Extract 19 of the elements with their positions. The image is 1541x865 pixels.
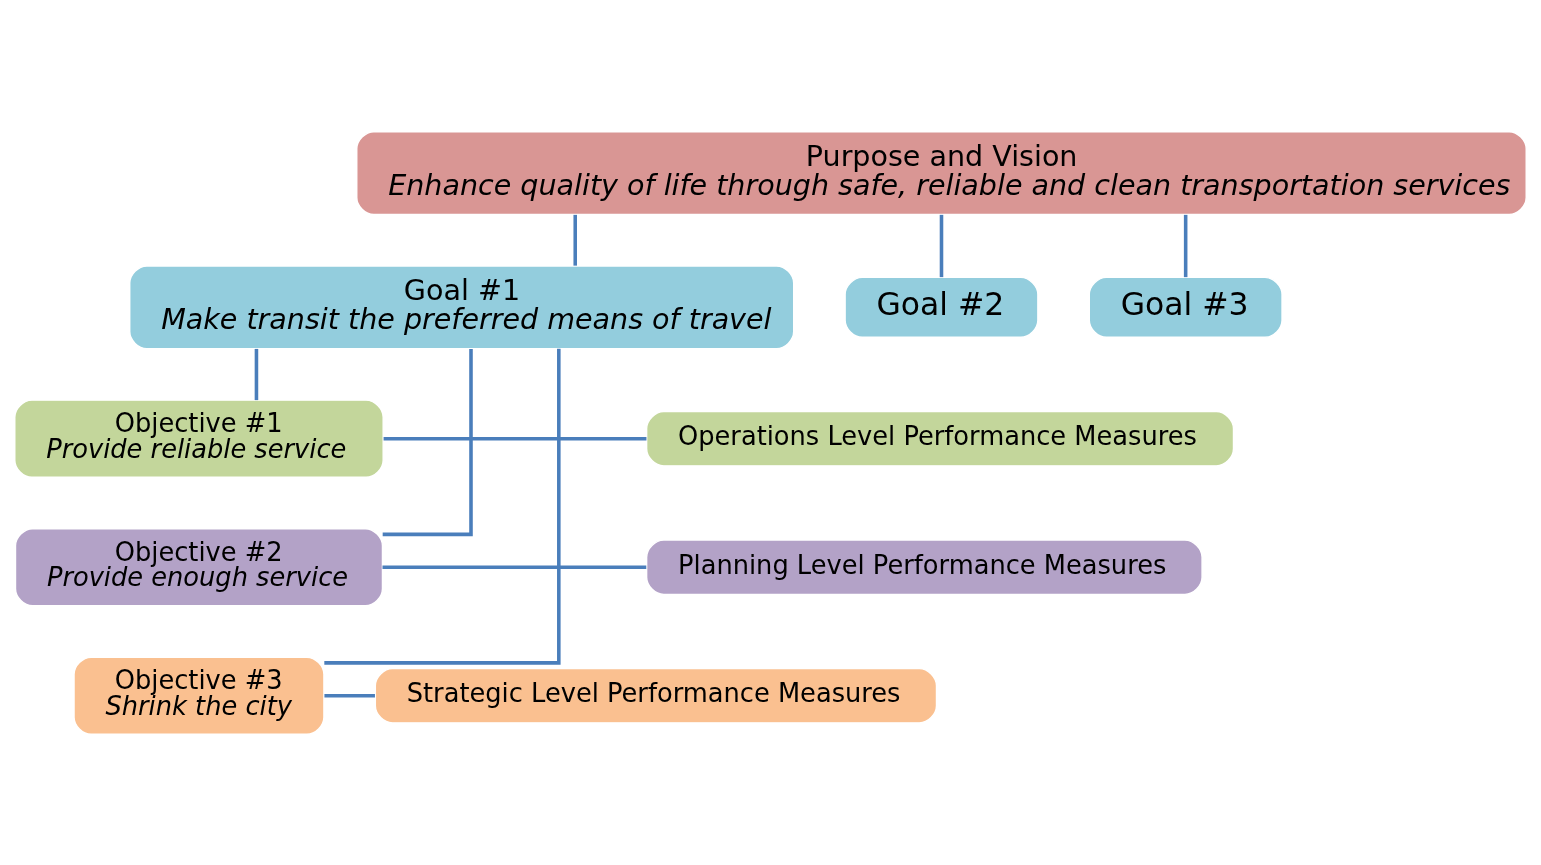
connector	[939, 214, 944, 277]
connector	[324, 348, 561, 665]
connector	[254, 348, 259, 400]
node-box: Goal #2	[844, 276, 1039, 338]
node-box: Goal #3	[1088, 276, 1283, 338]
connector	[324, 693, 375, 697]
connector	[573, 214, 577, 266]
node-box: Objective #2 Provide enough service	[14, 527, 384, 606]
node-box: Purpose and Vision Enhance quality of life through safe, reliable and clean transportation services	[356, 130, 1527, 215]
node-box: Strategic Level Performance Measures	[374, 667, 938, 724]
connector	[383, 436, 647, 440]
node-box: Planning Level Performance Measures	[645, 538, 1203, 595]
node-box: Objective #1 Provide reliable service	[14, 398, 384, 478]
connector	[1183, 214, 1188, 277]
connector	[382, 348, 473, 536]
node-box: Objective #3 Shrink the city	[73, 655, 325, 735]
node-box: Goal #1 Make transit the preferred means of travel	[129, 264, 795, 349]
connector	[382, 564, 647, 569]
node-box: Operations Level Performance Measures	[645, 410, 1235, 467]
